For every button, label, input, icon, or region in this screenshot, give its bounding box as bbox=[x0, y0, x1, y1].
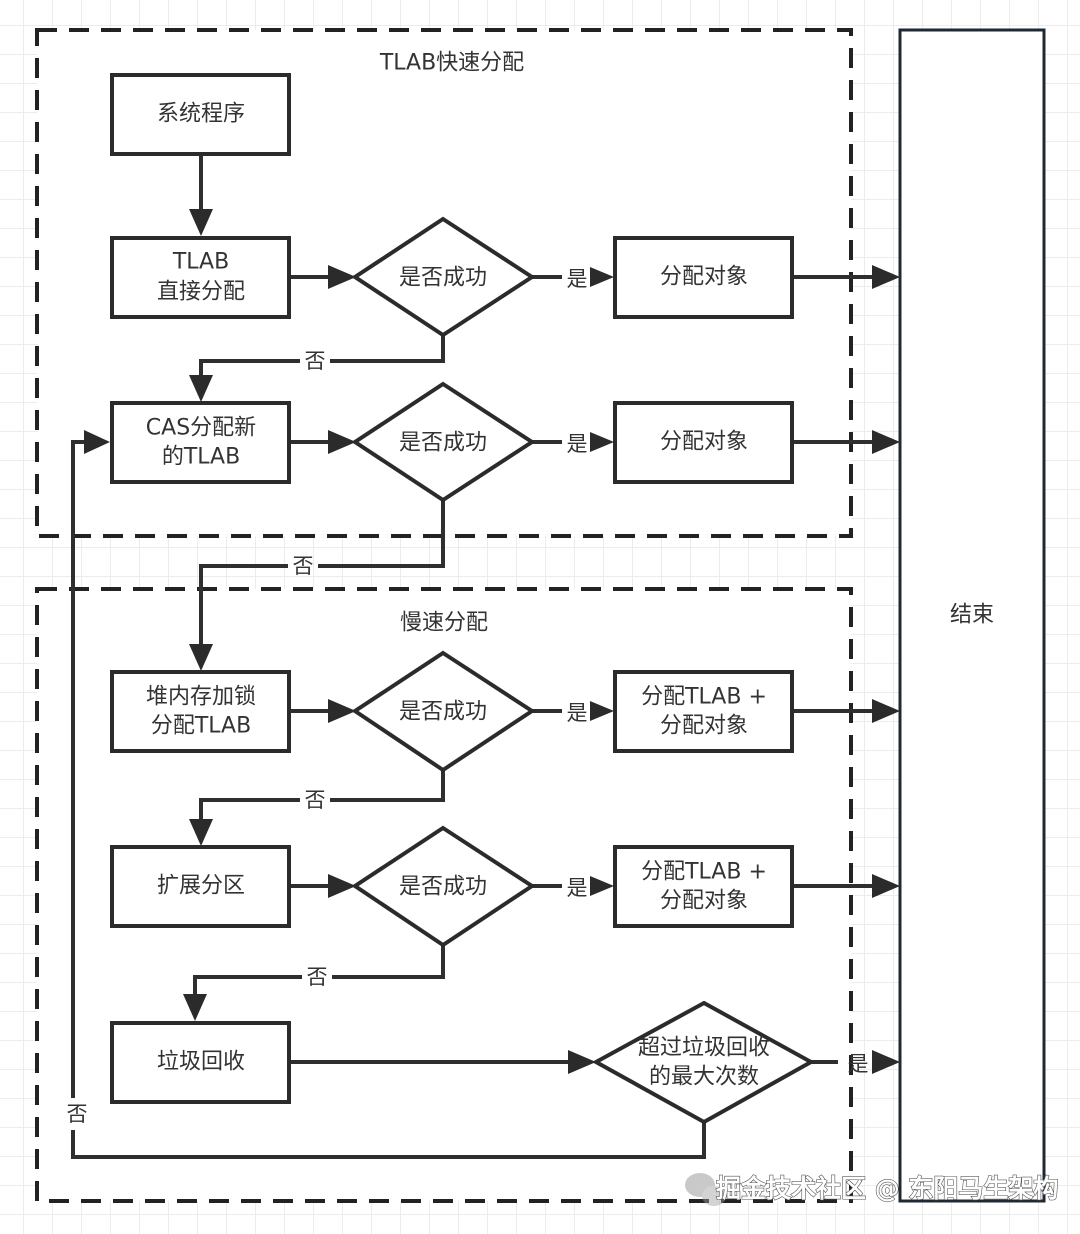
decision-max-gc-count-label: 超过垃圾回收 bbox=[638, 1036, 770, 1061]
edge-check1-no bbox=[330, 335, 445, 363]
node-expand-partition-label: 扩展分区 bbox=[157, 874, 245, 899]
edge-label-yes: 是 bbox=[567, 432, 588, 456]
arrowhead bbox=[189, 644, 213, 671]
end-node-label: 结束 bbox=[950, 603, 994, 628]
group-title-fast: TLAB快速分配 bbox=[379, 51, 524, 76]
edge-label-no: 否 bbox=[293, 554, 314, 578]
arrowhead bbox=[189, 375, 213, 402]
wechat-icon bbox=[685, 1173, 726, 1206]
arrowhead bbox=[328, 874, 356, 898]
decision-check-2-label: 是否成功 bbox=[399, 431, 487, 456]
node-alloc-object-1-label: 分配对象 bbox=[660, 265, 748, 290]
edge-label-no: 否 bbox=[305, 349, 326, 373]
arrowhead bbox=[189, 819, 213, 846]
edge-label-no: 否 bbox=[307, 965, 328, 989]
arrowhead bbox=[872, 430, 900, 454]
arrowhead bbox=[84, 430, 110, 454]
node-alloc-tlab-object-1-label: 分配TLAB + bbox=[641, 685, 767, 710]
node-alloc-object-2 bbox=[613, 401, 794, 484]
decision-check-3-label: 是否成功 bbox=[399, 700, 487, 725]
node-start-label: 系统程序 bbox=[157, 102, 245, 127]
arrowhead bbox=[872, 1050, 900, 1074]
node-alloc-tlab-object-2 bbox=[613, 845, 794, 928]
arrowhead bbox=[328, 430, 356, 454]
group-title-slow: 慢速分配 bbox=[400, 611, 488, 636]
arrowhead bbox=[189, 209, 213, 236]
arrowhead bbox=[590, 267, 614, 287]
node-alloc-tlab-object-2-label: 分配对象 bbox=[660, 889, 748, 914]
node-alloc-tlab-object-2-label: 分配TLAB + bbox=[641, 860, 767, 885]
node-garbage-collection-label: 垃圾回收 bbox=[157, 1050, 245, 1075]
arrowhead bbox=[872, 874, 900, 898]
arrowhead bbox=[183, 994, 207, 1021]
edge-label-yes: 是 bbox=[848, 1052, 869, 1076]
watermark: 掘金技术社区 @ 东阳马生架构 bbox=[685, 1173, 1059, 1206]
edge-label-yes: 是 bbox=[567, 267, 588, 291]
arrowhead bbox=[872, 265, 900, 289]
node-tlab-direct-label: 直接分配 bbox=[157, 280, 245, 305]
decision-check-4 bbox=[351, 825, 536, 948]
node-alloc-object-2-label: 分配对象 bbox=[660, 430, 748, 455]
node-heap-lock-label: 堆内存加锁 bbox=[146, 685, 256, 710]
edge-label-no: 否 bbox=[305, 788, 326, 812]
node-cas-new-tlab bbox=[110, 401, 291, 484]
node-start bbox=[110, 73, 291, 156]
node-heap-lock-label: 分配TLAB bbox=[151, 714, 251, 739]
edge-check5-no-loop bbox=[71, 1122, 706, 1159]
decision-check-3 bbox=[351, 650, 536, 773]
arrowheads bbox=[84, 209, 900, 1074]
watermark-text: 掘金技术社区 @ 东阳马生架构 bbox=[716, 1174, 1058, 1203]
edge-check3-no bbox=[330, 770, 445, 802]
arrowhead bbox=[328, 265, 356, 289]
node-cas-new-tlab-label: 的TLAB bbox=[162, 445, 240, 470]
decision-max-gc-count-label: 的最大次数 bbox=[649, 1065, 759, 1090]
arrowhead bbox=[872, 699, 900, 723]
arrowhead bbox=[568, 1050, 596, 1074]
node-alloc-object-1 bbox=[613, 236, 794, 319]
arrowhead bbox=[590, 701, 614, 721]
arrowhead bbox=[328, 699, 356, 723]
arrowhead bbox=[590, 432, 614, 452]
edge-label-no: 否 bbox=[67, 1102, 88, 1126]
node-tlab-direct bbox=[110, 236, 291, 319]
node-heap-lock bbox=[110, 670, 291, 753]
edge-label-yes: 是 bbox=[567, 701, 588, 725]
node-alloc-tlab-object-1 bbox=[613, 670, 794, 753]
edge-label-yes: 是 bbox=[567, 876, 588, 900]
edge-check4-no bbox=[332, 945, 445, 979]
decision-check-2 bbox=[351, 381, 536, 503]
node-garbage-collection bbox=[110, 1021, 291, 1104]
decision-check-4-label: 是否成功 bbox=[399, 875, 487, 900]
decision-check-1 bbox=[351, 216, 536, 338]
arrowhead bbox=[590, 876, 614, 896]
decision-check-1-label: 是否成功 bbox=[399, 266, 487, 291]
edge-check2-no bbox=[318, 500, 445, 568]
node-alloc-tlab-object-1-label: 分配对象 bbox=[660, 714, 748, 739]
decision-max-gc-count bbox=[591, 1000, 816, 1125]
node-tlab-direct-label: TLAB bbox=[172, 250, 229, 275]
node-expand-partition bbox=[110, 845, 291, 928]
node-cas-new-tlab-label: CAS分配新 bbox=[146, 416, 256, 441]
end-node bbox=[898, 28, 1046, 1203]
